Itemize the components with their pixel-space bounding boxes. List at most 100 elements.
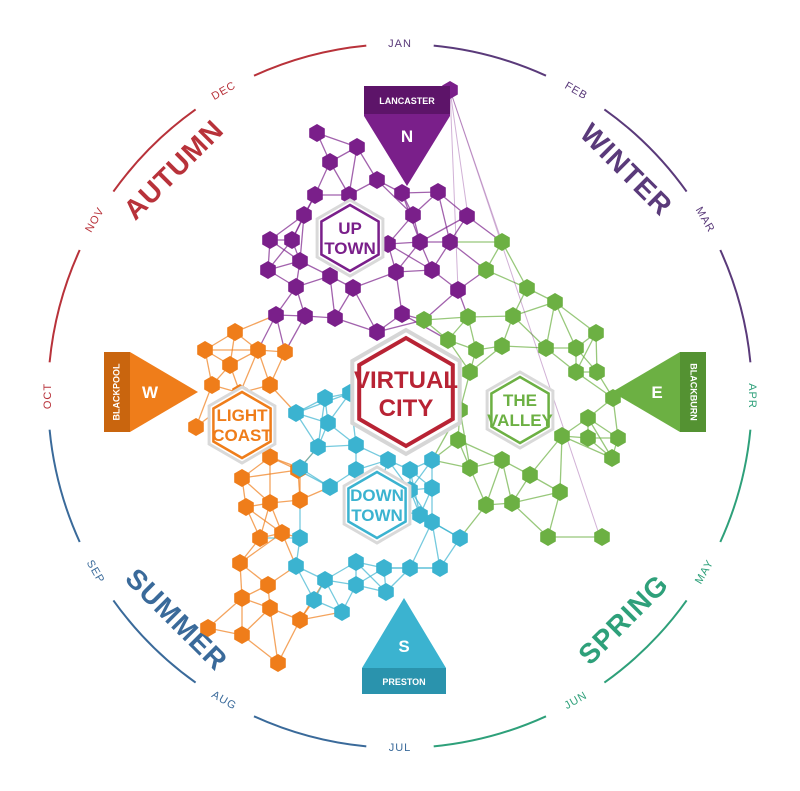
network-link — [511, 502, 549, 538]
network-link — [529, 435, 563, 476]
network-node — [262, 494, 278, 512]
district-label-line2: TOWN — [324, 239, 376, 258]
network-link — [409, 521, 433, 569]
network-node — [538, 339, 554, 357]
network-node — [424, 479, 440, 497]
district-label-line1: UP — [338, 219, 362, 238]
network-node — [568, 363, 584, 381]
network-node — [504, 494, 520, 512]
season-label-autumn: AUTUMN — [118, 114, 230, 226]
network-node — [376, 559, 392, 577]
network-node — [320, 414, 336, 432]
network-node — [227, 323, 243, 341]
network-node — [588, 324, 604, 342]
ring-arc — [48, 249, 81, 363]
network-node — [232, 554, 248, 572]
network-node — [222, 356, 238, 374]
network-node — [610, 429, 626, 447]
network-node — [349, 138, 365, 156]
center-hexagon — [357, 335, 455, 449]
district-label-line2: COAST — [212, 426, 272, 445]
month-label-apr: APR — [746, 383, 758, 409]
network-node — [424, 513, 440, 531]
ring-arc — [48, 429, 81, 543]
ring-arc — [719, 249, 752, 363]
network-node — [478, 261, 494, 279]
month-label-aug: AUG — [209, 689, 238, 713]
ring-arc — [253, 715, 367, 748]
network-node — [292, 529, 308, 547]
center-label-line1: VIRTUAL — [354, 367, 458, 394]
network-node — [519, 279, 535, 297]
network-node — [262, 231, 278, 249]
network-node — [388, 263, 404, 281]
network-node — [296, 206, 312, 224]
network-node — [307, 186, 323, 204]
network-node — [402, 559, 418, 577]
network-node — [341, 186, 357, 204]
district-label-line1: DOWN — [350, 486, 404, 505]
ring-arc — [603, 599, 688, 684]
district-label-line2: TOWN — [351, 506, 403, 525]
network-node — [589, 363, 605, 381]
network-node — [234, 469, 250, 487]
compass-city-label: PRESTON — [382, 677, 425, 687]
network-link — [554, 301, 597, 334]
network-node — [277, 343, 293, 361]
network-node — [394, 305, 410, 323]
network-node — [459, 207, 475, 225]
network-node — [238, 498, 254, 516]
network-link — [277, 619, 301, 664]
network-node — [568, 339, 584, 357]
network-node — [309, 124, 325, 142]
ring-arc — [253, 44, 367, 77]
network-node — [432, 559, 448, 577]
network-node — [274, 524, 290, 542]
network-link — [511, 491, 561, 504]
network-node — [580, 429, 596, 447]
network-link — [241, 469, 299, 479]
ring-arc — [112, 599, 197, 684]
network-node — [416, 311, 432, 329]
network-node — [197, 341, 213, 359]
network-link — [561, 435, 613, 459]
network-node — [580, 409, 596, 427]
network-node — [234, 589, 250, 607]
network-node — [317, 389, 333, 407]
network-node — [292, 611, 308, 629]
network-node — [262, 599, 278, 617]
network-node — [440, 331, 456, 349]
month-label-jan: JAN — [388, 38, 412, 50]
network-link — [485, 459, 503, 506]
network-node — [405, 206, 421, 224]
compass-letter: E — [651, 383, 662, 402]
district-label-line1: LIGHT — [217, 406, 269, 425]
network-node — [327, 309, 343, 327]
network-node — [468, 341, 484, 359]
month-label-jun: JUN — [562, 689, 589, 712]
network-node — [412, 233, 428, 251]
network-node — [322, 478, 338, 496]
network-node — [505, 307, 521, 325]
season-label-summer: SUMMER — [120, 562, 234, 676]
network-node — [260, 576, 276, 594]
ring-arc — [433, 715, 547, 748]
network-node — [322, 153, 338, 171]
district-label-line1: THE — [503, 391, 537, 410]
network-node — [462, 363, 478, 381]
network-node — [284, 231, 300, 249]
month-label-sep: SEP — [84, 558, 107, 586]
center-label-line2: CITY — [379, 395, 434, 422]
network-node — [188, 418, 204, 436]
network-node — [262, 376, 278, 394]
compass-letter: N — [401, 127, 413, 146]
network-node — [604, 449, 620, 467]
network-node — [348, 461, 364, 479]
